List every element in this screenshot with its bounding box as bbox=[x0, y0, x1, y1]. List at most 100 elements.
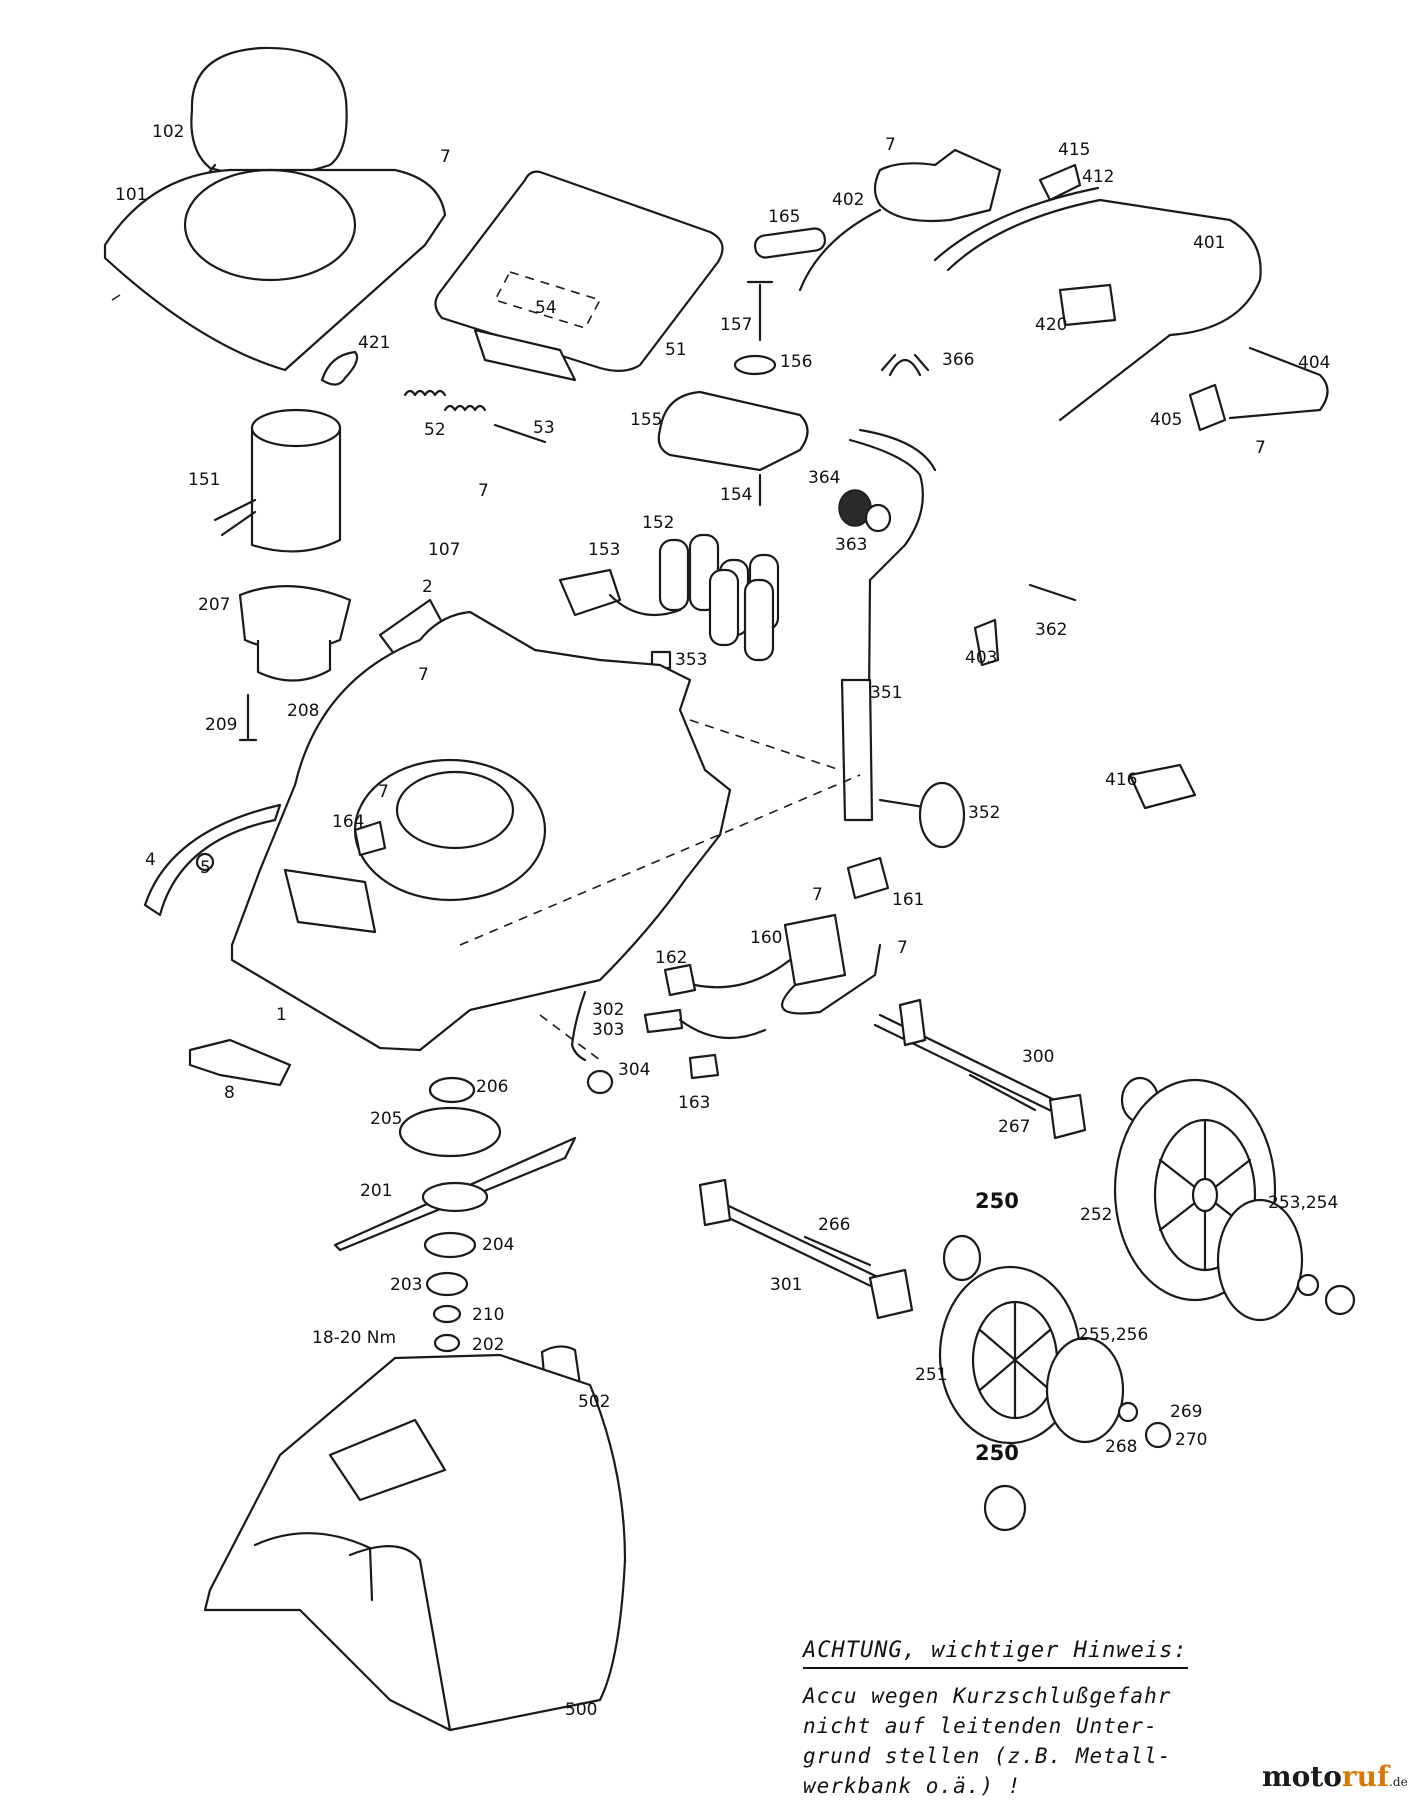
callout: 364 bbox=[808, 468, 840, 488]
part-351-lower-handle bbox=[848, 428, 937, 822]
part-253-small-ring bbox=[1296, 1273, 1320, 1297]
logo-main: moto bbox=[1262, 1760, 1342, 1793]
callout: 302 bbox=[592, 1000, 624, 1020]
part-253-254-wheel-cap bbox=[1216, 1198, 1304, 1322]
callout: 18-20 Nm bbox=[312, 1328, 396, 1348]
callout: 403 bbox=[965, 648, 997, 668]
part-352-knob bbox=[878, 781, 966, 849]
callout: 502 bbox=[578, 1392, 610, 1412]
callout: 353 bbox=[675, 650, 707, 670]
callout: 7 bbox=[897, 938, 908, 958]
callout: 164 bbox=[332, 812, 364, 832]
callout: 209 bbox=[205, 715, 237, 735]
callout: 5 bbox=[200, 858, 211, 878]
callout: 420 bbox=[1035, 315, 1067, 335]
part-52-springs bbox=[403, 389, 487, 412]
callout: 162 bbox=[655, 948, 687, 968]
part-160-bracket bbox=[781, 943, 882, 1015]
part-250-hubcap-front bbox=[942, 1234, 982, 1282]
callout: 204 bbox=[482, 1235, 514, 1255]
callout: 7 bbox=[440, 147, 451, 167]
part-351-bracket bbox=[840, 678, 874, 822]
part-412-lever bbox=[1038, 163, 1082, 202]
part-403-pin bbox=[973, 618, 1000, 667]
part-153-connector bbox=[558, 568, 622, 617]
callout: 160 bbox=[750, 928, 782, 948]
part-101-cover bbox=[103, 168, 447, 372]
callout: 352 bbox=[968, 803, 1000, 823]
callout: 206 bbox=[476, 1077, 508, 1097]
part-301-front-axle bbox=[698, 1178, 914, 1320]
callout: 421 bbox=[358, 333, 390, 353]
part-161-plug bbox=[846, 856, 890, 900]
part-5-screw bbox=[195, 852, 215, 872]
callout: 102 bbox=[152, 122, 184, 142]
callout: 7 bbox=[418, 665, 429, 685]
callout: 255,256 bbox=[1078, 1325, 1148, 1345]
callout: 362 bbox=[1035, 620, 1067, 640]
part-51-flap bbox=[434, 170, 724, 382]
callout: 54 bbox=[535, 298, 557, 318]
callout: 253,254 bbox=[1268, 1193, 1338, 1213]
callout: 412 bbox=[1082, 167, 1114, 187]
part-210-ring bbox=[432, 1304, 462, 1324]
callout: 300 bbox=[1022, 1047, 1054, 1067]
warning-line: werkbank o.ä.) ! bbox=[803, 1774, 1022, 1798]
callout: 7 bbox=[812, 885, 823, 905]
part-270-cap bbox=[1144, 1421, 1172, 1449]
callout: 165 bbox=[768, 207, 800, 227]
callout: 266 bbox=[818, 1215, 850, 1235]
callout: 250 bbox=[975, 1189, 1019, 1213]
part-151-motor bbox=[213, 408, 342, 553]
callout: 251 bbox=[915, 1365, 947, 1385]
callout: 268 bbox=[1105, 1437, 1137, 1457]
callout: 351 bbox=[870, 683, 902, 703]
warning-line: grund stellen (z.B. Metall- bbox=[803, 1744, 1172, 1768]
callout: 157 bbox=[720, 315, 752, 335]
callout: 152 bbox=[642, 513, 674, 533]
callout: 301 bbox=[770, 1275, 802, 1295]
part-300-rear-axle bbox=[873, 998, 1087, 1140]
part-362-bolt bbox=[1028, 583, 1077, 602]
part-204-washer bbox=[423, 1231, 477, 1259]
part-404-rod bbox=[1228, 346, 1329, 420]
part-203-hub bbox=[425, 1271, 469, 1297]
callout: 7 bbox=[378, 782, 389, 802]
warning-note: ACHTUNG, wichtiger Hinweis: Accu wegen K… bbox=[803, 1638, 1323, 1801]
callout: 210 bbox=[472, 1305, 504, 1325]
part-363-ring bbox=[864, 503, 892, 533]
callout: 202 bbox=[472, 1335, 504, 1355]
callout: 269 bbox=[1170, 1402, 1202, 1422]
callout: 7 bbox=[478, 481, 489, 501]
callout: 201 bbox=[360, 1181, 392, 1201]
warning-line: nicht auf leitenden Unter- bbox=[803, 1714, 1158, 1738]
callout: 107 bbox=[428, 540, 460, 560]
part-207-flange bbox=[238, 585, 352, 682]
part-266-pin bbox=[803, 1235, 872, 1267]
callout: 155 bbox=[630, 410, 662, 430]
callout: 415 bbox=[1058, 140, 1090, 160]
part-162-plug bbox=[663, 963, 697, 997]
part-255-256-wheel-cap bbox=[1045, 1336, 1125, 1444]
logo-tld: .de bbox=[1389, 1775, 1408, 1789]
callout: 404 bbox=[1298, 353, 1330, 373]
callout: 416 bbox=[1105, 770, 1137, 790]
warning-line: Accu wegen Kurzschlußgefahr bbox=[803, 1684, 1172, 1708]
part-152-battery-pack bbox=[658, 533, 780, 662]
callout: 270 bbox=[1175, 1430, 1207, 1450]
callout: 267 bbox=[998, 1117, 1030, 1137]
callout: 203 bbox=[390, 1275, 422, 1295]
part-8-plate bbox=[188, 1038, 292, 1087]
part-157-bolt bbox=[746, 280, 774, 342]
callout: 163 bbox=[678, 1093, 710, 1113]
callout: 151 bbox=[188, 470, 220, 490]
callout: 1 bbox=[276, 1005, 287, 1025]
callout: 252 bbox=[1080, 1205, 1112, 1225]
callout: 154 bbox=[720, 485, 752, 505]
part-206-hub bbox=[428, 1076, 476, 1104]
part-366-clip bbox=[880, 353, 930, 377]
part-163-plug bbox=[643, 1008, 684, 1034]
part-155-mount bbox=[657, 390, 809, 472]
callout: 156 bbox=[780, 352, 812, 372]
